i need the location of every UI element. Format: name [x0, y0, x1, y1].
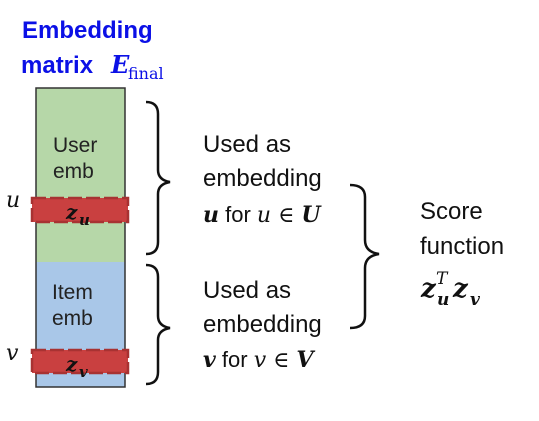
- item-brace: [145, 263, 171, 386]
- item-usage-line2: embedding: [203, 311, 322, 338]
- user-section-label-line1: User: [53, 134, 97, 157]
- item-usage-line1: Used as: [203, 277, 291, 304]
- item-row-label: v: [6, 341, 19, 366]
- title-line2-word: matrix: [21, 52, 94, 79]
- user-brace: [145, 100, 171, 256]
- item-row-highlight: z v: [30, 348, 130, 381]
- score-brace: [349, 183, 380, 330]
- score-line2: function: [420, 233, 504, 260]
- user-usage-in: ∈: [271, 203, 301, 228]
- user-usage-for: for: [219, 202, 257, 227]
- user-row-label: u: [6, 188, 20, 213]
- item-usage-bold-var: v: [203, 347, 216, 373]
- title-symbol: E: [110, 50, 130, 79]
- user-row-highlight: z u: [30, 196, 130, 229]
- user-usage-set: U: [301, 202, 322, 228]
- score-line1: Score: [420, 198, 483, 225]
- user-usage-line1: Used as: [203, 131, 291, 158]
- user-usage-line2: embedding: [203, 165, 322, 192]
- score-formula-sub1: u: [437, 290, 449, 310]
- title-subscript: final: [128, 64, 164, 83]
- item-usage-for: for: [216, 347, 254, 372]
- user-usage-var: u: [257, 203, 271, 228]
- item-usage-line3: v for v ∈ V: [203, 347, 315, 373]
- item-vector-subscript: v: [79, 363, 88, 381]
- score-formula-z1: z: [420, 274, 437, 304]
- item-usage-set: V: [296, 347, 315, 373]
- user-usage-bold-var: u: [203, 202, 219, 228]
- item-section-label-line1: Item: [52, 281, 93, 304]
- user-usage-line3: u for u ∈ U: [203, 202, 322, 228]
- item-vector-base: z: [65, 352, 78, 376]
- user-section-label-line2: emb: [53, 160, 94, 183]
- user-vector-subscript: u: [79, 211, 90, 229]
- score-formula: z T u z v: [420, 269, 481, 310]
- item-usage-in: ∈: [266, 348, 296, 373]
- matrix-outline: [35, 87, 126, 388]
- user-vector-base: z: [65, 200, 78, 224]
- score-formula-z2: z: [452, 274, 469, 304]
- item-usage-var: v: [254, 348, 267, 373]
- score-formula-sup1: T: [436, 269, 449, 289]
- item-section-label-line2: emb: [52, 307, 93, 330]
- score-formula-sub2: v: [470, 290, 481, 310]
- title-line1: Embedding: [22, 17, 153, 44]
- user-embedding-block: [36, 88, 125, 262]
